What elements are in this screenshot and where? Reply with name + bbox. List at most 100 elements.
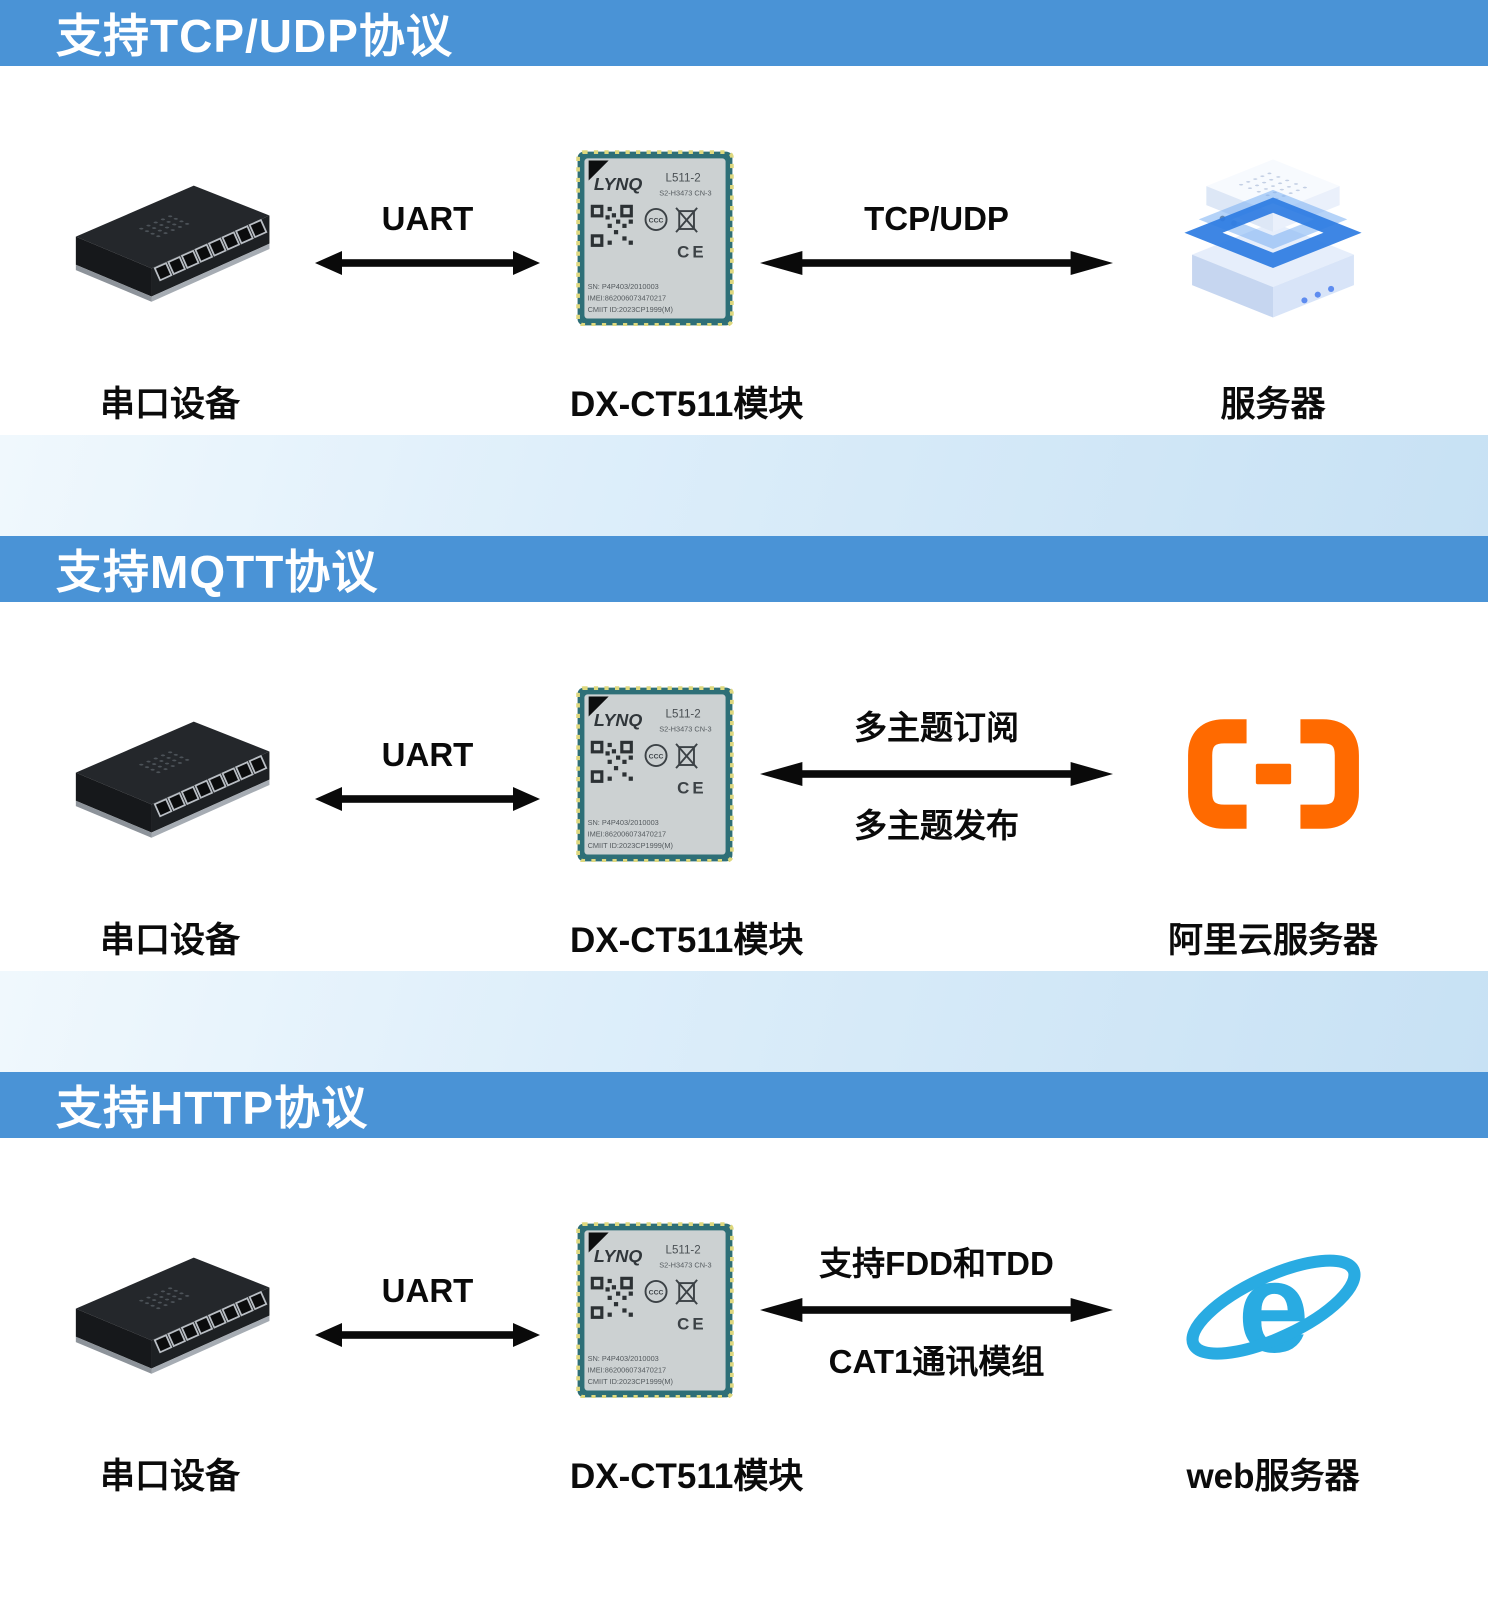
uart-link: UART	[285, 736, 570, 812]
serial-device	[55, 168, 285, 309]
section-tcp-udp: 支持TCP/UDP协议	[0, 0, 1488, 435]
section-title: 支持MQTT协议	[56, 546, 379, 598]
module-model: L511-2	[666, 172, 701, 184]
vent-dots	[139, 750, 190, 773]
ct511-module: LYNQ L511-2 S2-H3473 CN-3 CCC	[570, 685, 740, 863]
module-cmiit: CMIIT ID:2023CP1999(M)	[588, 1377, 673, 1386]
arrow-label: 支持FDD和TDD	[819, 1245, 1054, 1282]
diagram-tcp-udp: UART LYNQ L511-2 S2-H3473 CN-3	[0, 66, 1488, 435]
serial-device-icon	[75, 721, 270, 838]
web-server: e	[1133, 1231, 1413, 1389]
module-brand: LYNQ	[594, 710, 642, 730]
ce-mark: CE	[677, 242, 707, 261]
uart-link: UART	[285, 200, 570, 276]
arrow-label: 多主题订阅	[854, 709, 1019, 746]
module-brand: LYNQ	[594, 1246, 642, 1266]
double-arrow-icon	[760, 762, 1113, 786]
weee-mark	[675, 742, 698, 769]
qr-code	[590, 1276, 633, 1319]
arrow-sublabel: CAT1通讯模组	[828, 1343, 1045, 1380]
module-model: L511-2	[666, 1244, 701, 1256]
aliyun-server	[1133, 709, 1413, 839]
section-title: 支持HTTP协议	[56, 1082, 369, 1134]
module-cmiit: CMIIT ID:2023CP1999(M)	[588, 305, 673, 314]
ce-mark: CE	[677, 1314, 707, 1333]
uart-link: UART	[285, 1272, 570, 1348]
server-3d-icon	[1184, 158, 1362, 318]
double-arrow-icon	[315, 251, 540, 275]
module-icon: LYNQ L511-2 S2-H3473 CN-3 CCC	[576, 685, 734, 863]
weee-mark	[675, 206, 698, 233]
double-arrow-icon	[760, 251, 1113, 275]
vent-dots	[139, 1286, 190, 1309]
weee-mark	[675, 1278, 698, 1305]
ccc-mark: CCC	[644, 207, 668, 231]
module-label: DX-CT511模块	[570, 385, 804, 424]
section-divider-band	[0, 971, 1488, 1072]
module-cmiit: CMIIT ID:2023CP1999(M)	[588, 841, 673, 850]
section-header: 支持TCP/UDP协议	[0, 0, 1488, 66]
diagram-http: UART LYNQ L511-2 S2-H3473 CN-3	[0, 1138, 1488, 1507]
double-arrow-icon	[315, 787, 540, 811]
module-label: DX-CT511模块	[570, 1457, 804, 1496]
module-model: L511-2	[666, 708, 701, 720]
serial-device-icon	[75, 185, 270, 302]
server-label: web服务器	[1186, 1457, 1360, 1496]
tcp-udp-link: TCP/UDP	[740, 200, 1133, 276]
ethernet-ports	[153, 754, 268, 817]
double-arrow-icon	[760, 1298, 1113, 1322]
arrow-label: UART	[381, 200, 474, 237]
ccc-mark: CCC	[644, 1279, 668, 1303]
arrow-label: TCP/UDP	[864, 200, 1009, 237]
svg-text:CCC: CCC	[649, 1289, 664, 1296]
serial-device	[55, 704, 285, 845]
ct511-module: LYNQ L511-2 S2-H3473 CN-3 CCC	[570, 1221, 740, 1399]
section-header: 支持MQTT协议	[0, 536, 1488, 602]
module-imei: IMEI:862006073470217	[588, 293, 667, 302]
e-glyph: e	[1237, 1237, 1308, 1380]
ce-mark: CE	[677, 778, 707, 797]
serial-device-icon	[75, 1257, 270, 1374]
module-label: DX-CT511模块	[570, 921, 804, 960]
module-sn: SN: P4P403/2010003	[588, 1354, 659, 1363]
orbit-ring	[1185, 1254, 1361, 1360]
qr-code	[590, 740, 633, 783]
module-icon: LYNQ L511-2 S2-H3473 CN-3 CCC	[576, 1221, 734, 1399]
qr-code	[590, 204, 633, 247]
serial-device	[55, 1240, 285, 1381]
module-brand: LYNQ	[594, 174, 642, 194]
module-spec: S2-H3473 CN-3	[659, 724, 711, 733]
module-spec: S2-H3473 CN-3	[659, 188, 711, 197]
section-divider-band	[0, 435, 1488, 536]
arrow-label: UART	[381, 736, 474, 773]
mqtt-link: 多主题订阅 多主题发布	[740, 701, 1133, 847]
module-sn: SN: P4P403/2010003	[588, 818, 659, 827]
ccc-mark: CCC	[644, 743, 668, 767]
module-sn: SN: P4P403/2010003	[588, 282, 659, 291]
device-label: 串口设备	[99, 1457, 240, 1496]
section-header: 支持HTTP协议	[0, 1072, 1488, 1138]
server-label: 服务器	[1220, 385, 1326, 424]
device-label: 串口设备	[99, 385, 240, 424]
svg-text:CCC: CCC	[649, 217, 664, 224]
ct511-module: LYNQ L511-2 S2-H3473 CN-3 CCC	[570, 149, 740, 327]
section-mqtt: 支持MQTT协议	[0, 536, 1488, 971]
section-title: 支持TCP/UDP协议	[56, 10, 453, 62]
http-link: 支持FDD和TDD CAT1通讯模组	[740, 1237, 1133, 1383]
module-imei: IMEI:862006073470217	[588, 1365, 667, 1374]
diagram-mqtt: UART LYNQ L511-2 S2-H3473 CN-3	[0, 602, 1488, 971]
double-arrow-icon	[315, 1323, 540, 1347]
device-label: 串口设备	[99, 921, 240, 960]
module-icon: LYNQ L511-2 S2-H3473 CN-3 CCC	[576, 149, 734, 327]
module-imei: IMEI:862006073470217	[588, 829, 667, 838]
ie-browser-icon: e	[1185, 1237, 1361, 1380]
vent-dots	[139, 214, 190, 237]
ethernet-ports	[153, 218, 268, 281]
ethernet-ports	[153, 1290, 268, 1353]
server-label: 阿里云服务器	[1167, 921, 1378, 960]
arrow-label: UART	[381, 1272, 474, 1309]
svg-text:CCC: CCC	[649, 753, 664, 760]
server	[1133, 148, 1413, 329]
alibaba-cloud-icon	[1187, 719, 1359, 829]
